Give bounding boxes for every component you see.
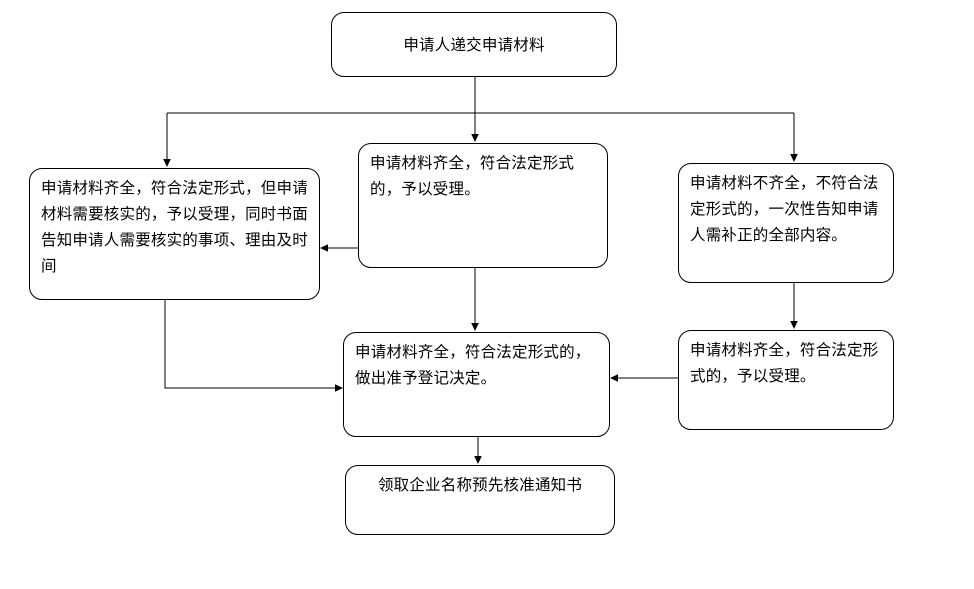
node-receive-name-approval-notice[interactable]: 领取企业名称预先核准通知书 [345, 465, 615, 535]
node-approve-registration-decision[interactable]: 申请材料齐全，符合法定形式的，做出准予登记决定。 [343, 332, 610, 437]
node-label: 申请材料齐全，符合法定形式，但申请材料需要核实的，予以受理，同时书面告知申请人需… [41, 179, 308, 275]
node-label: 申请材料不齐全，不符合法定形式的，一次性告知申请人需补正的全部内容。 [690, 174, 879, 244]
node-accept-after-correction[interactable]: 申请材料齐全，符合法定形式的，予以受理。 [678, 330, 894, 430]
node-label: 领取企业名称预先核准通知书 [377, 476, 583, 494]
node-label: 申请材料齐全，符合法定形式的，做出准予登记决定。 [355, 343, 591, 387]
node-accept-with-verification[interactable]: 申请材料齐全，符合法定形式，但申请材料需要核实的，予以受理，同时书面告知申请人需… [29, 168, 320, 300]
node-label: 申请人递交申请材料 [403, 35, 545, 54]
node-label: 申请材料齐全，符合法定形式的，予以受理。 [690, 341, 879, 385]
node-accept-complete-materials[interactable]: 申请材料齐全，符合法定形式的，予以受理。 [358, 143, 608, 268]
connector-accept-verify-to-approve [164, 300, 343, 392]
node-label: 申请材料齐全，符合法定形式的，予以受理。 [370, 154, 575, 198]
node-incomplete-materials-notice[interactable]: 申请材料不齐全，不符合法定形式的，一次性告知申请人需补正的全部内容。 [678, 163, 894, 283]
node-submit-application[interactable]: 申请人递交申请材料 [331, 12, 617, 77]
